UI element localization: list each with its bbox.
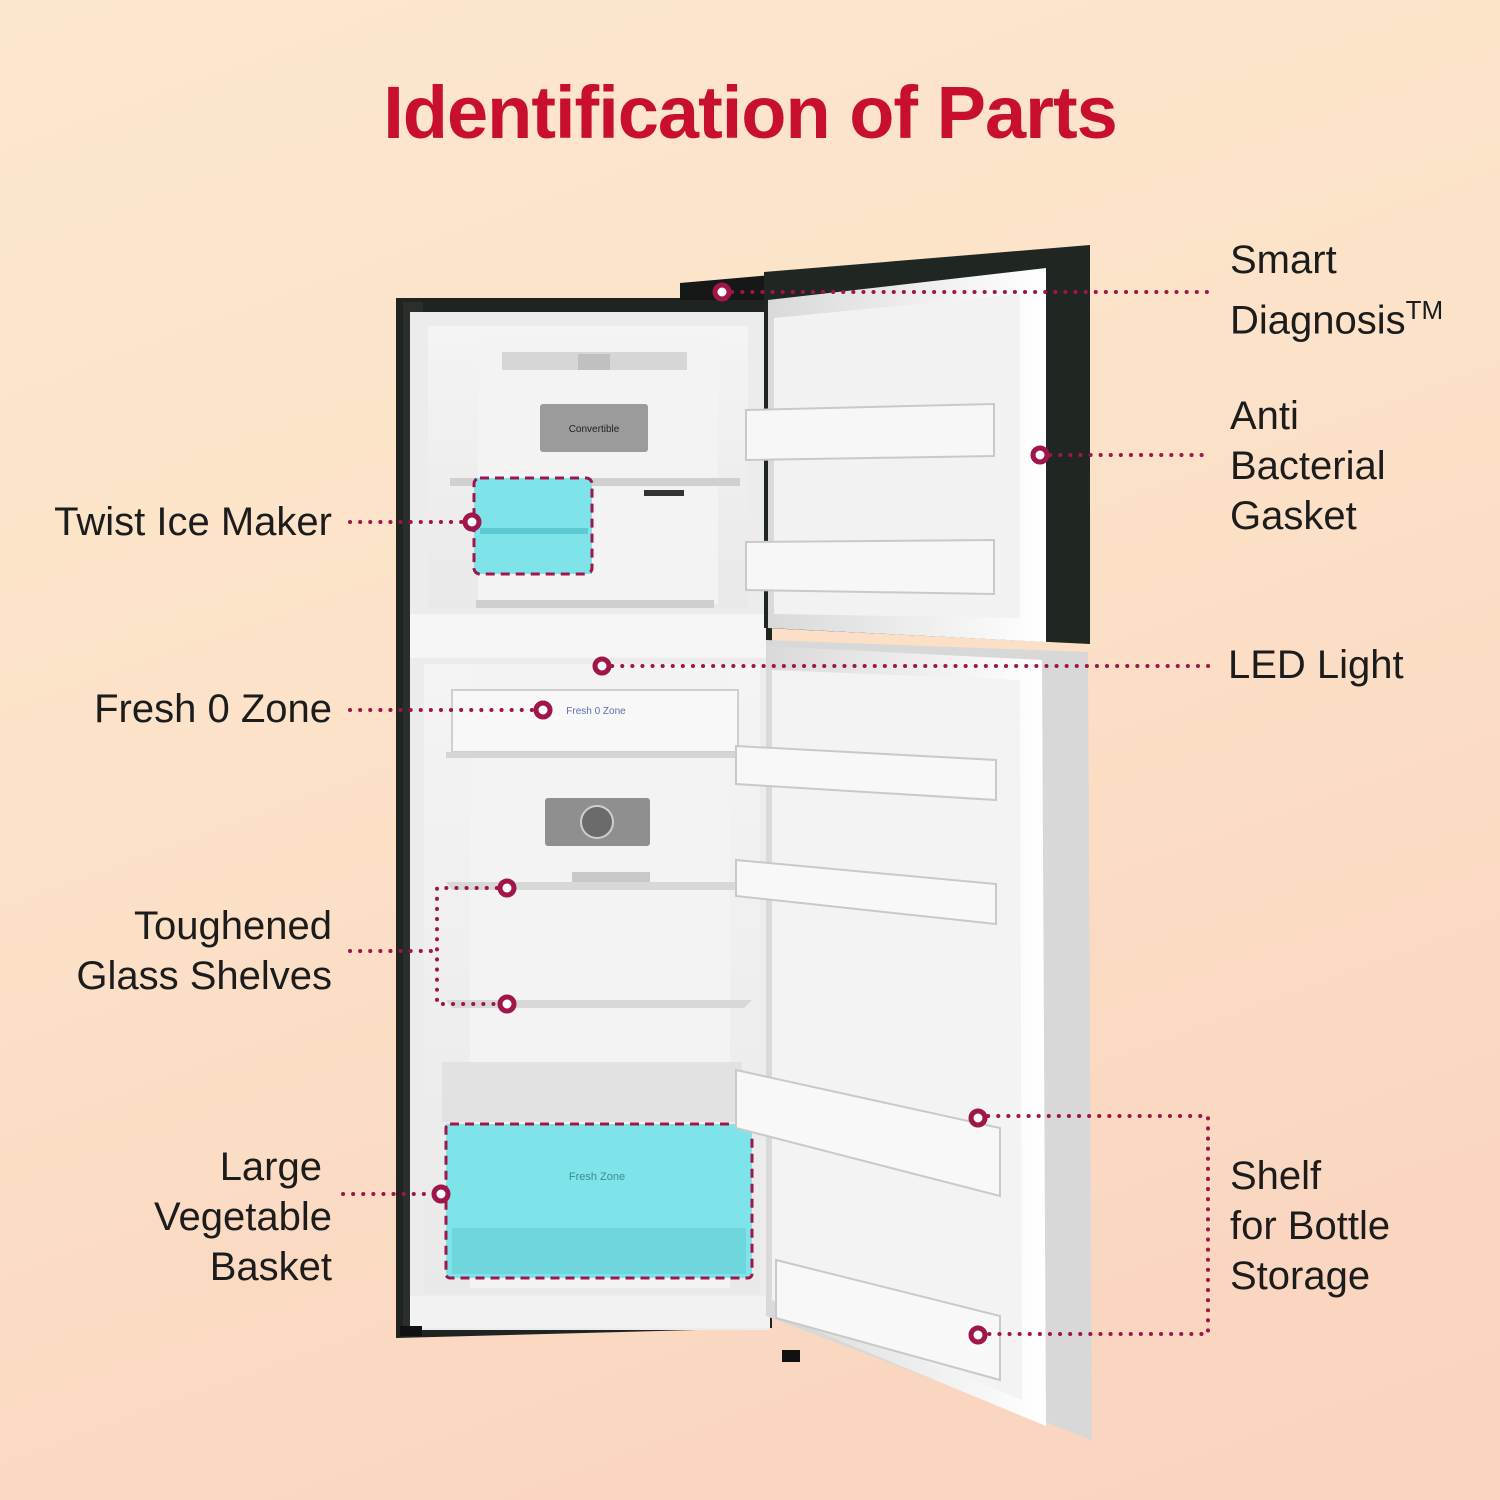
freezer-door-bin-upper [745,402,995,462]
ice-maker-tray [474,478,592,574]
label-veg-line3: Basket [209,1245,332,1289]
convertible-text: Convertible [569,424,620,435]
label-smart-line1: Smart [1230,238,1337,282]
label-glass-line2: Glass Shelves [76,954,332,998]
label-anti-bacterial-gasket: Anti Bacterial Gasket [1230,391,1490,541]
label-fresh-zero-zone: Fresh 0 Zone [0,684,332,734]
label-led-light-text: LED Light [1228,643,1404,687]
label-smart-line2: Diagnosis [1230,298,1406,343]
callout-markers [431,282,1050,1345]
convertible-badge [540,404,648,452]
foot-right [782,1350,800,1362]
foot-left [400,1326,422,1336]
glass-shelf-lower [446,1000,752,1008]
label-bottle-line3: Storage [1230,1254,1371,1298]
marker-smart-diagnosis [712,282,732,302]
trademark-mark: TM [1405,295,1444,325]
freezer-door [745,245,1090,644]
freshzone-text: Fresh Zone [569,1171,625,1183]
label-veg-line1: Large [219,1145,322,1189]
label-gasket-line1: Anti [1230,394,1299,438]
bottle-shelf-lower [775,1258,1001,1382]
marker-bottle-shelf-upper [968,1108,988,1128]
marker-veg-basket [431,1184,451,1204]
label-gasket-line3: Gasket [1230,494,1357,538]
fresh0-text: Fresh 0 Zone [566,706,626,717]
fridge-door-bin-2 [735,858,997,926]
glass-shelf-upper [446,882,748,890]
label-smart-line2-wrap: DiagnosisTM [1230,285,1490,345]
callout-line-glass-shelves [348,886,509,1006]
marker-glass-shelf-lower [497,994,517,1014]
fridge-cabinet: Convertible Fresh 0 Zone Fresh Zone [396,275,772,1338]
freezer-door-bin-lower [745,538,995,596]
label-smart-diagnosis: Smart DiagnosisTM [1230,235,1490,345]
label-glass-line1: Toughened [134,904,332,948]
label-shelf-bottle-storage: Shelf for Bottle Storage [1230,1151,1490,1301]
label-fresh-zero-zone-text: Fresh 0 Zone [94,687,332,731]
marker-glass-shelf-upper [497,878,517,898]
marker-fresh-zone [533,700,553,720]
label-bottle-line2: for Bottle [1230,1204,1391,1248]
label-toughened-glass-shelves: Toughened Glass Shelves [0,901,332,1001]
label-twist-ice-maker: Twist Ice Maker [0,497,332,547]
page-title: Identification of Parts [383,71,1118,154]
label-twist-ice-maker-text: Twist Ice Maker [54,500,332,544]
freezer-shelf [450,478,740,486]
marker-bottle-shelf-lower [968,1325,988,1345]
bottle-shelf-upper [735,1068,1001,1198]
marker-ice-maker [462,512,482,532]
label-bottle-line1: Shelf [1230,1154,1322,1198]
marker-gasket [1030,445,1050,465]
label-large-vegetable-basket: Large Vegetable Basket [0,1142,332,1292]
label-led-light: LED Light [1228,640,1488,690]
marker-led-light [592,656,612,676]
compartment-divider [410,614,766,658]
label-gasket-line2: Bacterial [1230,444,1386,488]
fresh-zero-zone-drawer [451,689,739,753]
fridge-door-bin-1 [735,744,997,802]
label-veg-line2: Vegetable [154,1195,332,1239]
basket-cover [442,1062,742,1122]
callouts [341,290,1212,1336]
fridge-door [735,640,1092,1440]
